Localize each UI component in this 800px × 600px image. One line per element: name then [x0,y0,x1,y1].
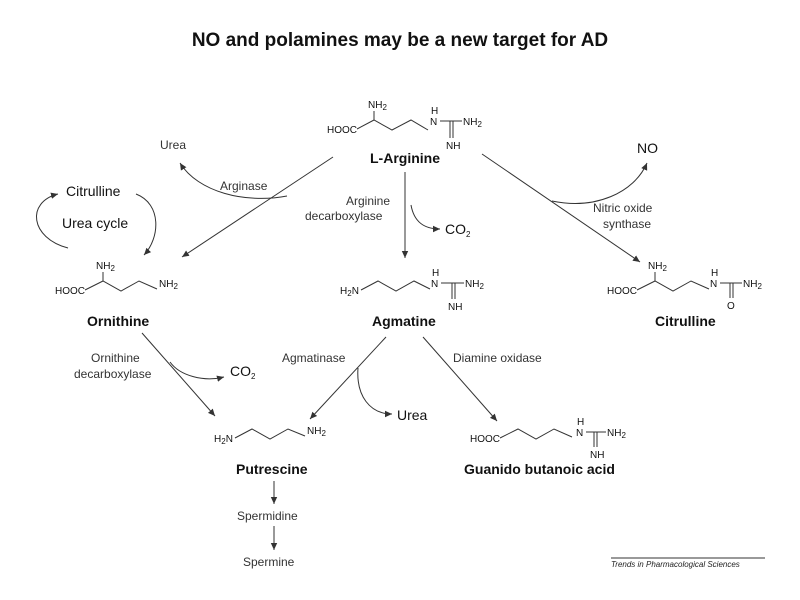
svg-text:NH2: NH2 [743,279,762,291]
svg-text:NH2: NH2 [159,279,178,291]
arrow-agmatine-guanido [422,336,498,422]
node-ornithine: Ornithine [87,313,149,329]
urea-cycle-arrow-right [135,193,157,256]
svg-text:N: N [710,279,717,290]
footer-source: Trends in Pharmacological Sciences [611,560,740,569]
svg-text:H: H [577,417,584,428]
node-spermidine: Spermidine [237,509,298,523]
arrow-ornithine-co2 [169,361,225,382]
svg-text:NH2: NH2 [465,279,484,291]
arrow-arginine-ornithine [181,156,334,258]
node-urea-mid: Urea [397,407,428,423]
node-urea-top: Urea [160,138,186,152]
arginine-structure: NH2 HOOC H N NH2 NH [327,100,482,152]
co2-arginine: CO2 [445,221,471,239]
svg-text:N: N [430,117,437,128]
agmatine-structure: H2N H N NH2 NH [340,268,484,313]
enzyme-arginine-decarboxylase-1: Arginine [346,194,390,208]
enzyme-agmatinase: Agmatinase [282,351,346,365]
slide-title: NO and polamines may be a new target for… [191,30,609,51]
svg-text:NH: NH [448,302,462,313]
svg-text:H2N: H2N [340,286,359,298]
enzyme-arginine-decarboxylase-2: decarboxylase [305,209,383,223]
urea-cycle-label: Urea cycle [62,215,128,231]
svg-text:NH2: NH2 [96,261,115,273]
enzyme-nos-2: synthase [603,217,651,231]
node-l-arginine: L-Arginine [370,150,440,166]
node-no: NO [637,140,658,156]
svg-text:HOOC: HOOC [327,125,357,136]
svg-text:NH2: NH2 [368,100,387,112]
node-citrulline: Citrulline [655,313,716,329]
svg-text:N: N [576,428,583,439]
svg-text:HOOC: HOOC [607,286,637,297]
enzyme-diamine-oxidase: Diamine oxidase [453,351,542,365]
arrow-agmatinase-urea [357,367,393,418]
svg-text:H2N: H2N [214,434,233,446]
enzyme-ornithine-decarboxylase-2: decarboxylase [74,367,152,381]
urea-cycle-arrow-left [35,192,69,249]
svg-text:NH: NH [446,141,460,152]
arrow-arginine-citrulline [481,153,641,263]
putrescine-structure: H2N NH2 [214,426,326,446]
ornithine-structure: NH2 HOOC NH2 [55,261,178,297]
svg-text:N: N [431,279,438,290]
enzyme-arginase: Arginase [220,179,268,193]
node-agmatine: Agmatine [372,313,436,329]
arrow-agmatine-co2 [410,204,441,233]
svg-text:H: H [431,106,438,117]
svg-text:H: H [432,268,439,279]
arrow-agmatine-putrescine [309,336,387,420]
svg-text:H: H [711,268,718,279]
enzyme-nos-1: Nitric oxide [593,201,653,215]
svg-text:NH: NH [590,450,604,461]
svg-text:NH2: NH2 [307,426,326,438]
enzyme-ornithine-decarboxylase-1: Ornithine [91,351,140,365]
node-guanido-butanoic-acid: Guanido butanoic acid [464,461,615,477]
co2-ornithine: CO2 [230,363,256,381]
guanido-structure: HOOC H N NH2 NH [470,417,626,461]
svg-text:HOOC: HOOC [55,286,85,297]
arrow-nos-no [551,162,648,204]
citrulline-structure: NH2 HOOC H N NH2 O [607,261,762,312]
svg-text:O: O [727,301,735,312]
svg-text:NH2: NH2 [607,428,626,440]
arrow-ornithine-putrescine [141,332,216,417]
node-putrescine: Putrescine [236,461,308,477]
node-spermine: Spermine [243,555,295,569]
arrow-arginase-urea [179,162,288,199]
node-citrulline-cycle: Citrulline [66,183,121,199]
svg-text:NH2: NH2 [648,261,667,273]
svg-text:NH2: NH2 [463,117,482,129]
svg-text:HOOC: HOOC [470,434,500,445]
